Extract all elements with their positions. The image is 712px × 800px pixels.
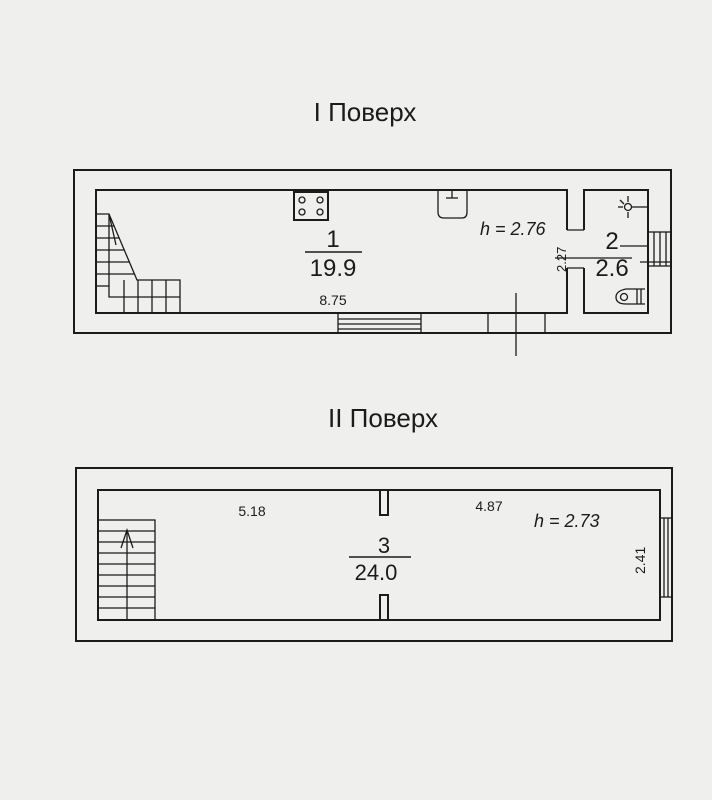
floor2-plan: 3 24.0 5.18 4.87 h = 2.73 2.41 [75,467,673,642]
floor1-title: I Поверх [314,97,417,127]
toilet-icon [615,288,645,305]
room2-window [620,231,672,267]
floor2-height: h = 2.73 [534,511,600,531]
floor1-stairs [96,213,181,313]
floor2-dim-left: 5.18 [238,503,265,519]
partition-top [379,490,389,516]
floor2-stairs [97,519,156,621]
room2-area: 2.6 [595,255,628,282]
room1-area: 19.9 [310,255,357,282]
floor1-dim-width: 2.27 [554,247,569,272]
partition-bottom [379,594,389,620]
floor1-dim-length: 8.75 [319,292,346,308]
room-doorway [566,230,586,268]
floor2-window [659,517,673,598]
room1-number: 1 [326,226,339,253]
room2-number: 2 [605,228,618,255]
floor1-height: h = 2.76 [480,219,547,239]
stairs-up-arrow-icon [120,527,134,549]
floor2-title: II Поверх [328,403,438,433]
boiler-icon [618,196,648,218]
room3-area: 24.0 [355,560,398,585]
floor1-entrance [487,293,546,356]
floor2-dim-right: 4.87 [475,498,502,514]
stove-icon [293,191,329,221]
room3-number: 3 [378,533,390,558]
floor1-window [337,312,422,334]
floor2-dim-width: 2.41 [632,547,648,574]
floor1-plan: 1 19.9 2 2.6 h = 2.76 8.75 2.27 [73,169,672,356]
sink-icon [437,191,468,219]
